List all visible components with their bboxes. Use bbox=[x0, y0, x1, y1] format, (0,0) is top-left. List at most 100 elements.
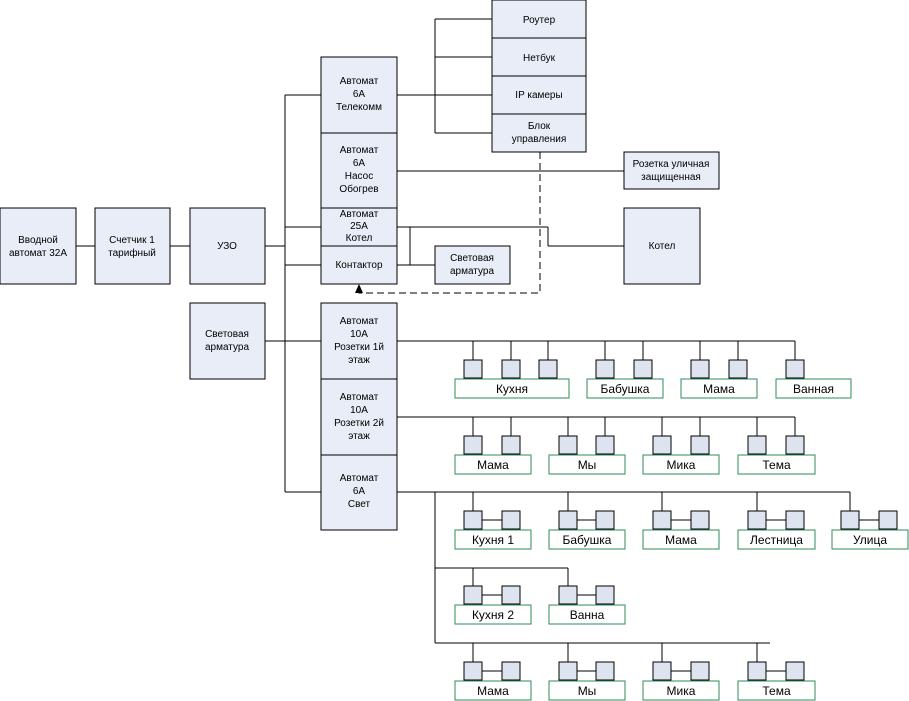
breaker-telecom-block[interactable]: Автомат 6А Телекомм bbox=[320, 56, 398, 134]
router-block[interactable]: Роутер bbox=[491, 0, 587, 39]
ip-cameras-block[interactable]: IP камеры bbox=[491, 75, 587, 115]
socket-box bbox=[747, 435, 767, 455]
group-label: Кухня 2 bbox=[472, 608, 514, 622]
lighting-fixture-left-block[interactable]: Световая арматура bbox=[189, 302, 266, 380]
group-label: Улица bbox=[853, 533, 887, 547]
lighting-left-line1: Световая bbox=[205, 329, 249, 340]
breaker-telecom-line2: 6А bbox=[353, 89, 366, 100]
breaker-boiler-block[interactable]: Автомат 25А Котел bbox=[320, 207, 398, 247]
socket-box bbox=[690, 435, 710, 455]
group-label-box bbox=[831, 529, 909, 550]
socket-box bbox=[538, 359, 558, 379]
contactor-label: Контактор bbox=[335, 260, 382, 271]
socket-group[interactable]: Улица bbox=[831, 492, 909, 550]
group-label: Ванна bbox=[570, 608, 605, 622]
group-label-box bbox=[454, 604, 532, 625]
socket-group[interactable]: Мама bbox=[642, 492, 720, 550]
lighting-mid-line1: Световая bbox=[450, 253, 494, 264]
breaker-pump-block[interactable]: Автомат 6А Насос Обогрев bbox=[320, 132, 398, 209]
group-label-box bbox=[454, 378, 570, 399]
group-label-box bbox=[642, 680, 720, 701]
breaker-telecom-line3: Телекомм bbox=[336, 102, 382, 113]
breaker-sockets1-line3: Розетки 1й bbox=[334, 342, 384, 353]
meter-line1: Счетчик 1 bbox=[109, 235, 155, 246]
socket-group[interactable]: Лестница bbox=[737, 492, 816, 550]
outdoor-socket-block[interactable]: Розетка уличная защищенная bbox=[623, 151, 720, 190]
group-label: Кухня 1 bbox=[472, 533, 514, 547]
group-label: Мама bbox=[665, 533, 697, 547]
breaker-pump-line1: Автомат bbox=[340, 145, 379, 156]
group-label-box bbox=[548, 454, 626, 475]
socket-box bbox=[595, 359, 615, 379]
netbook-block[interactable]: Нетбук bbox=[491, 37, 587, 77]
breaker-pump-line4: Обогрев bbox=[339, 183, 378, 195]
lighting-fixture-mid-block[interactable]: Световая арматура bbox=[434, 245, 511, 285]
socket-box bbox=[558, 585, 578, 605]
socket-box bbox=[463, 510, 483, 530]
socket-box bbox=[747, 661, 767, 681]
meter-block[interactable]: Счетчик 1 тарифный bbox=[94, 207, 171, 285]
socket-group[interactable]: Мика bbox=[642, 417, 720, 475]
socket-box bbox=[785, 435, 805, 455]
breaker-boiler-line1: Автомат bbox=[340, 209, 379, 220]
breaker-light-block[interactable]: Автомат 6А Свет bbox=[320, 454, 398, 531]
group-label-box bbox=[737, 454, 816, 475]
socket-group[interactable]: Мама bbox=[680, 341, 758, 399]
ip-cameras-label: IP камеры bbox=[515, 90, 562, 101]
socket-box bbox=[595, 510, 615, 530]
breaker-boiler-line2: 25А bbox=[350, 221, 368, 232]
group-label: Тема bbox=[762, 458, 791, 472]
socket-group[interactable]: Мы bbox=[548, 417, 626, 475]
input-breaker-block[interactable]: Вводной автомат 32А bbox=[0, 207, 77, 285]
contactor-block[interactable]: Контактор bbox=[320, 245, 398, 285]
socket-box bbox=[463, 435, 483, 455]
group-label-box bbox=[737, 529, 816, 550]
breaker-light-line1: Автомат bbox=[340, 473, 379, 484]
socket-box bbox=[652, 661, 672, 681]
socket-group[interactable]: Кухня 2 bbox=[454, 568, 532, 625]
socket-group[interactable]: Мама bbox=[454, 417, 532, 475]
socket-box bbox=[595, 435, 615, 455]
rcd-block[interactable]: УЗО bbox=[189, 207, 266, 285]
boiler-block[interactable]: Котел bbox=[623, 207, 701, 285]
router-label: Роутер bbox=[523, 15, 556, 26]
group-label: Мика bbox=[667, 458, 696, 472]
breaker-sockets2-line3: Розетки 2й bbox=[334, 418, 384, 429]
group-label-box bbox=[775, 378, 852, 399]
socket-box bbox=[558, 510, 578, 530]
meter-line2: тарифный bbox=[108, 247, 156, 259]
socket-group[interactable]: Кухня bbox=[454, 341, 570, 399]
breaker-sockets-floor2-block[interactable]: Автомат 10А Розетки 2й этаж bbox=[320, 378, 398, 456]
socket-box bbox=[633, 359, 653, 379]
input-breaker-line2: автомат 32А bbox=[9, 248, 67, 259]
breaker-pump-line2: 6А bbox=[353, 158, 366, 169]
socket-box bbox=[747, 510, 767, 530]
group-label: Мы bbox=[578, 458, 597, 472]
group-label-box bbox=[454, 680, 532, 701]
socket-group[interactable]: Мама bbox=[454, 643, 532, 701]
socket-group[interactable]: Бабушка bbox=[586, 341, 664, 399]
control-unit-block[interactable]: Блок управления bbox=[491, 113, 587, 153]
socket-box bbox=[840, 510, 860, 530]
breaker-sockets1-line2: 10А bbox=[350, 329, 368, 340]
group-label: Тема bbox=[762, 684, 791, 698]
socket-box bbox=[558, 435, 578, 455]
socket-group[interactable]: Тема bbox=[737, 417, 816, 475]
socket-group[interactable]: Ванна bbox=[548, 568, 626, 625]
socket-group[interactable]: Мика bbox=[642, 643, 720, 701]
rcd-label: УЗО bbox=[217, 241, 237, 252]
group-label-box bbox=[454, 454, 532, 475]
socket-group[interactable]: Кухня 1 bbox=[454, 492, 532, 550]
boiler-label: Котел bbox=[649, 241, 676, 252]
breaker-sockets-floor1-block[interactable]: Автомат 10А Розетки 1й этаж bbox=[320, 302, 398, 380]
group-label-box bbox=[642, 454, 720, 475]
socket-group[interactable]: Ванная bbox=[775, 341, 852, 399]
socket-group[interactable]: Бабушка bbox=[548, 492, 626, 550]
socket-group[interactable]: Мы bbox=[548, 643, 626, 701]
netbook-label: Нетбук bbox=[523, 52, 556, 64]
breaker-light-line2: 6А bbox=[353, 486, 366, 497]
input-breaker-line1: Вводной bbox=[18, 235, 58, 246]
socket-group[interactable]: Тема bbox=[737, 643, 816, 701]
